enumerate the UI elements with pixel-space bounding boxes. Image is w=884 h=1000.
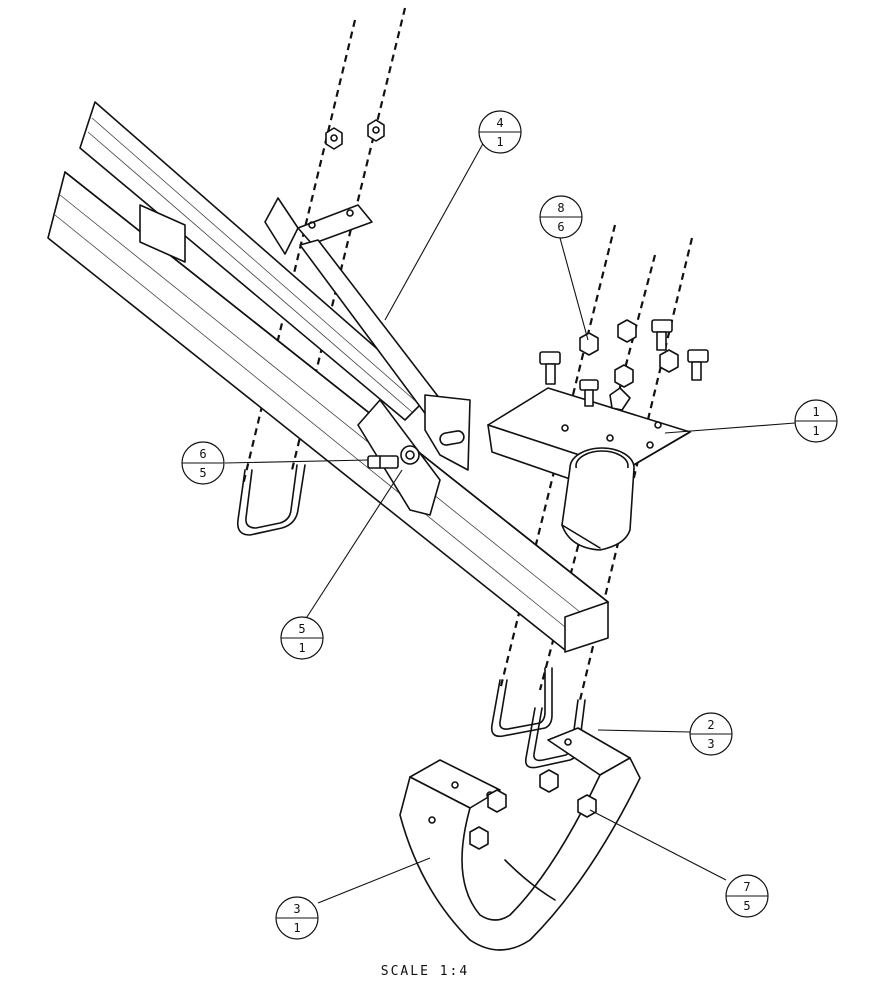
fastener-centerlines [241,7,694,701]
balloon-quantity: 5 [199,466,206,480]
u-bolt-left [236,464,306,536]
nuts-lower [469,769,597,850]
balloon-quantity: 1 [293,921,300,935]
balloon-item-number: 2 [707,718,714,732]
balloon-item-number: 1 [812,405,819,419]
balloon-item-number: 4 [496,116,503,130]
balloon-quantity: 3 [707,737,714,751]
bolts-nuts-bracket [539,319,709,411]
balloon-item-number: 3 [293,902,300,916]
brace-item-4 [264,197,471,471]
scale-label: SCALE 1:4 [381,964,469,979]
balloon-item-number: 7 [743,880,750,894]
balloon-quantity: 5 [743,899,750,913]
leader-lines [224,139,796,904]
balloon-item-number: 8 [557,201,564,215]
balloon-item-number: 5 [298,622,305,636]
balloon-item-3: 3 1 [275,896,319,940]
bracket-plate-item-1 [487,387,691,551]
balloon-item-5: 5 1 [280,616,324,660]
balloon-item-2: 2 3 [689,712,733,756]
nuts-top [325,119,385,150]
upper-beam [79,101,431,421]
balloon-quantity: 6 [557,220,564,234]
balloon-quantity: 1 [812,424,819,438]
balloon-quantity: 1 [298,641,305,655]
balloon-item-8: 8 6 [539,195,583,239]
item-balloons: 4 1 8 6 1 1 6 5 5 1 2 3 7 [181,110,838,940]
balloon-item-6: 6 5 [181,441,225,485]
balloon-item-1: 1 1 [794,399,838,443]
balloon-quantity: 1 [496,135,503,149]
pivot-plate-item-5 [357,399,441,516]
saddle-clamp-item-3 [399,727,641,951]
balloon-item-7: 7 5 [725,874,769,918]
balloon-item-4: 4 1 [478,110,522,154]
balloon-item-number: 6 [199,447,206,461]
